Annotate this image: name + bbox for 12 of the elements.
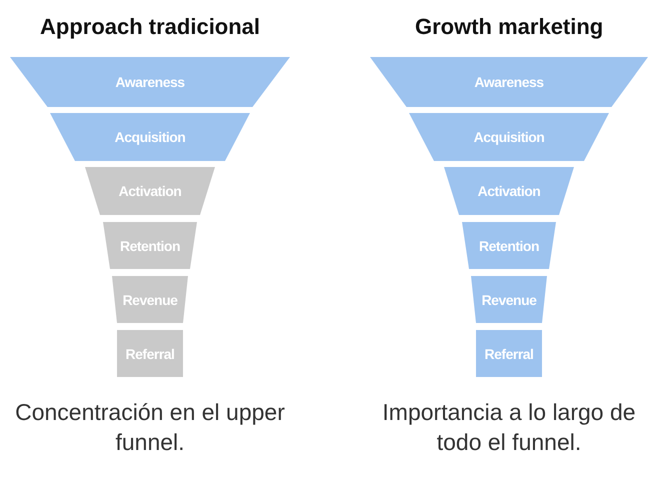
caption-text: Concentración en el upper funnel. (15, 398, 285, 457)
funnel-band: Acquisition (409, 113, 609, 161)
funnel-band: Activation (444, 167, 574, 215)
funnel-band: Awareness (370, 57, 648, 107)
funnel-heading: Approach tradicional (40, 14, 260, 40)
caption-text: Importancia a lo largo de todo el funnel. (381, 398, 637, 457)
funnel-band: Revenue (471, 276, 547, 323)
funnel-band: Awareness (10, 57, 290, 107)
funnel-band: Acquisition (50, 113, 250, 161)
funnel-heading: Growth marketing (415, 14, 604, 40)
funnel-band: Referral (476, 330, 542, 377)
funnel-band: Retention (462, 222, 556, 269)
